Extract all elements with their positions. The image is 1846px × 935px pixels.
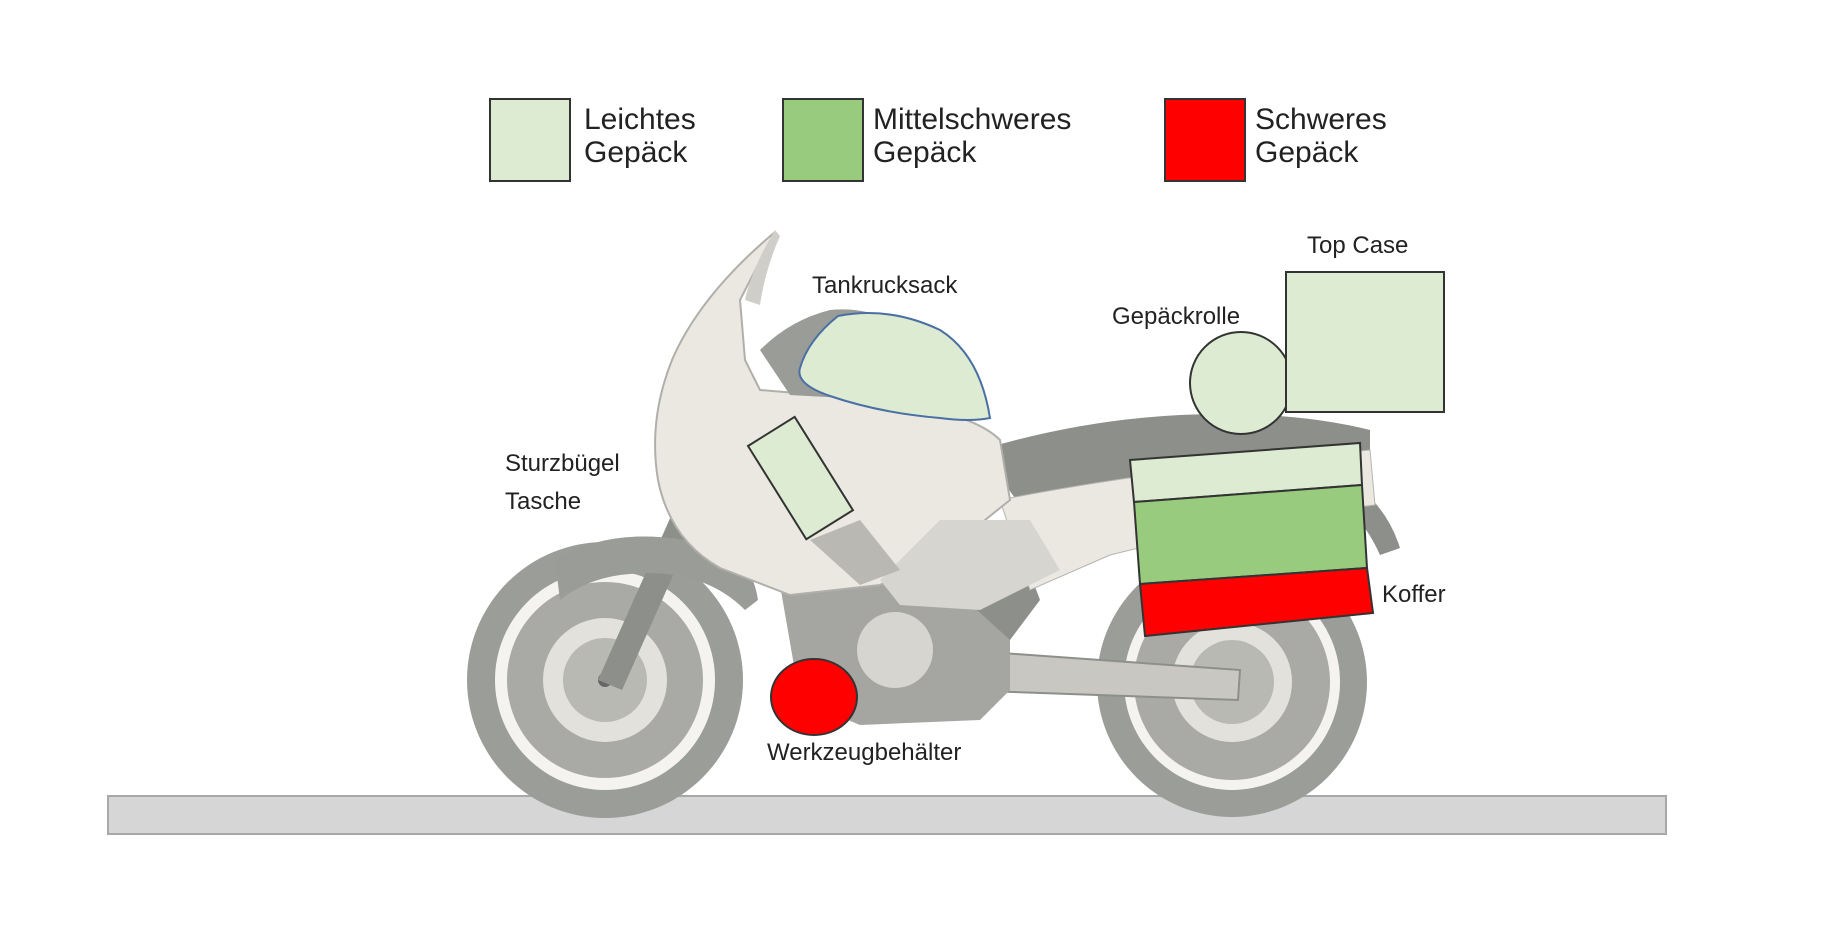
legend-swatch-medium <box>782 98 864 182</box>
legend-label-medium-line2: Gepäck <box>873 136 977 169</box>
lower-frame <box>810 520 900 585</box>
legend-label-medium-line1: Mittelschweres <box>873 103 1071 136</box>
label-sturzbuegel-line1: Sturzbügel <box>505 450 620 477</box>
werkzeugbehaelter-container <box>770 658 858 736</box>
tankrucksack-bag <box>798 312 992 421</box>
label-tankrucksack: Tankrucksack <box>812 272 958 299</box>
legend: Leichtes Gepäck Mittelschweres Gepäck Sc… <box>489 98 1387 182</box>
label-werkzeugbehaelter: Werkzeugbehälter <box>767 739 961 766</box>
frame <box>880 520 1060 610</box>
ground-bar <box>107 795 1667 835</box>
koffer-zone-heavy <box>1138 566 1375 638</box>
label-koffer: Koffer <box>1382 581 1446 608</box>
luggage-items <box>746 271 1445 736</box>
top-case-box <box>1285 271 1445 413</box>
legend-label-light-line1: Leichtes <box>584 103 696 136</box>
label-sturzbuegel-line2: Tasche <box>505 488 581 515</box>
windscreen <box>745 230 780 305</box>
legend-item-light: Leichtes Gepäck <box>489 98 696 182</box>
gepaeckrolle-roll <box>1189 331 1293 435</box>
legend-swatch-light <box>489 98 571 182</box>
legend-label-light-line2: Gepäck <box>584 136 688 169</box>
legend-item-medium: Mittelschweres Gepäck <box>782 98 1071 182</box>
label-gepaeckrolle: Gepäckrolle <box>1112 303 1240 330</box>
sturzbuegel-tasche-bag <box>746 415 855 541</box>
koffer-case <box>1128 441 1375 638</box>
legend-swatch-heavy <box>1164 98 1246 182</box>
koffer-zone-medium <box>1132 483 1369 586</box>
legend-item-heavy: Schweres Gepäck <box>1164 98 1387 182</box>
part-labels: Tankrucksack Gepäckrolle Top Case Sturzb… <box>505 232 1446 766</box>
legend-label-heavy-line1: Schweres <box>1255 103 1387 136</box>
legend-label-heavy-line2: Gepäck <box>1255 136 1359 169</box>
label-top-case: Top Case <box>1307 232 1408 259</box>
